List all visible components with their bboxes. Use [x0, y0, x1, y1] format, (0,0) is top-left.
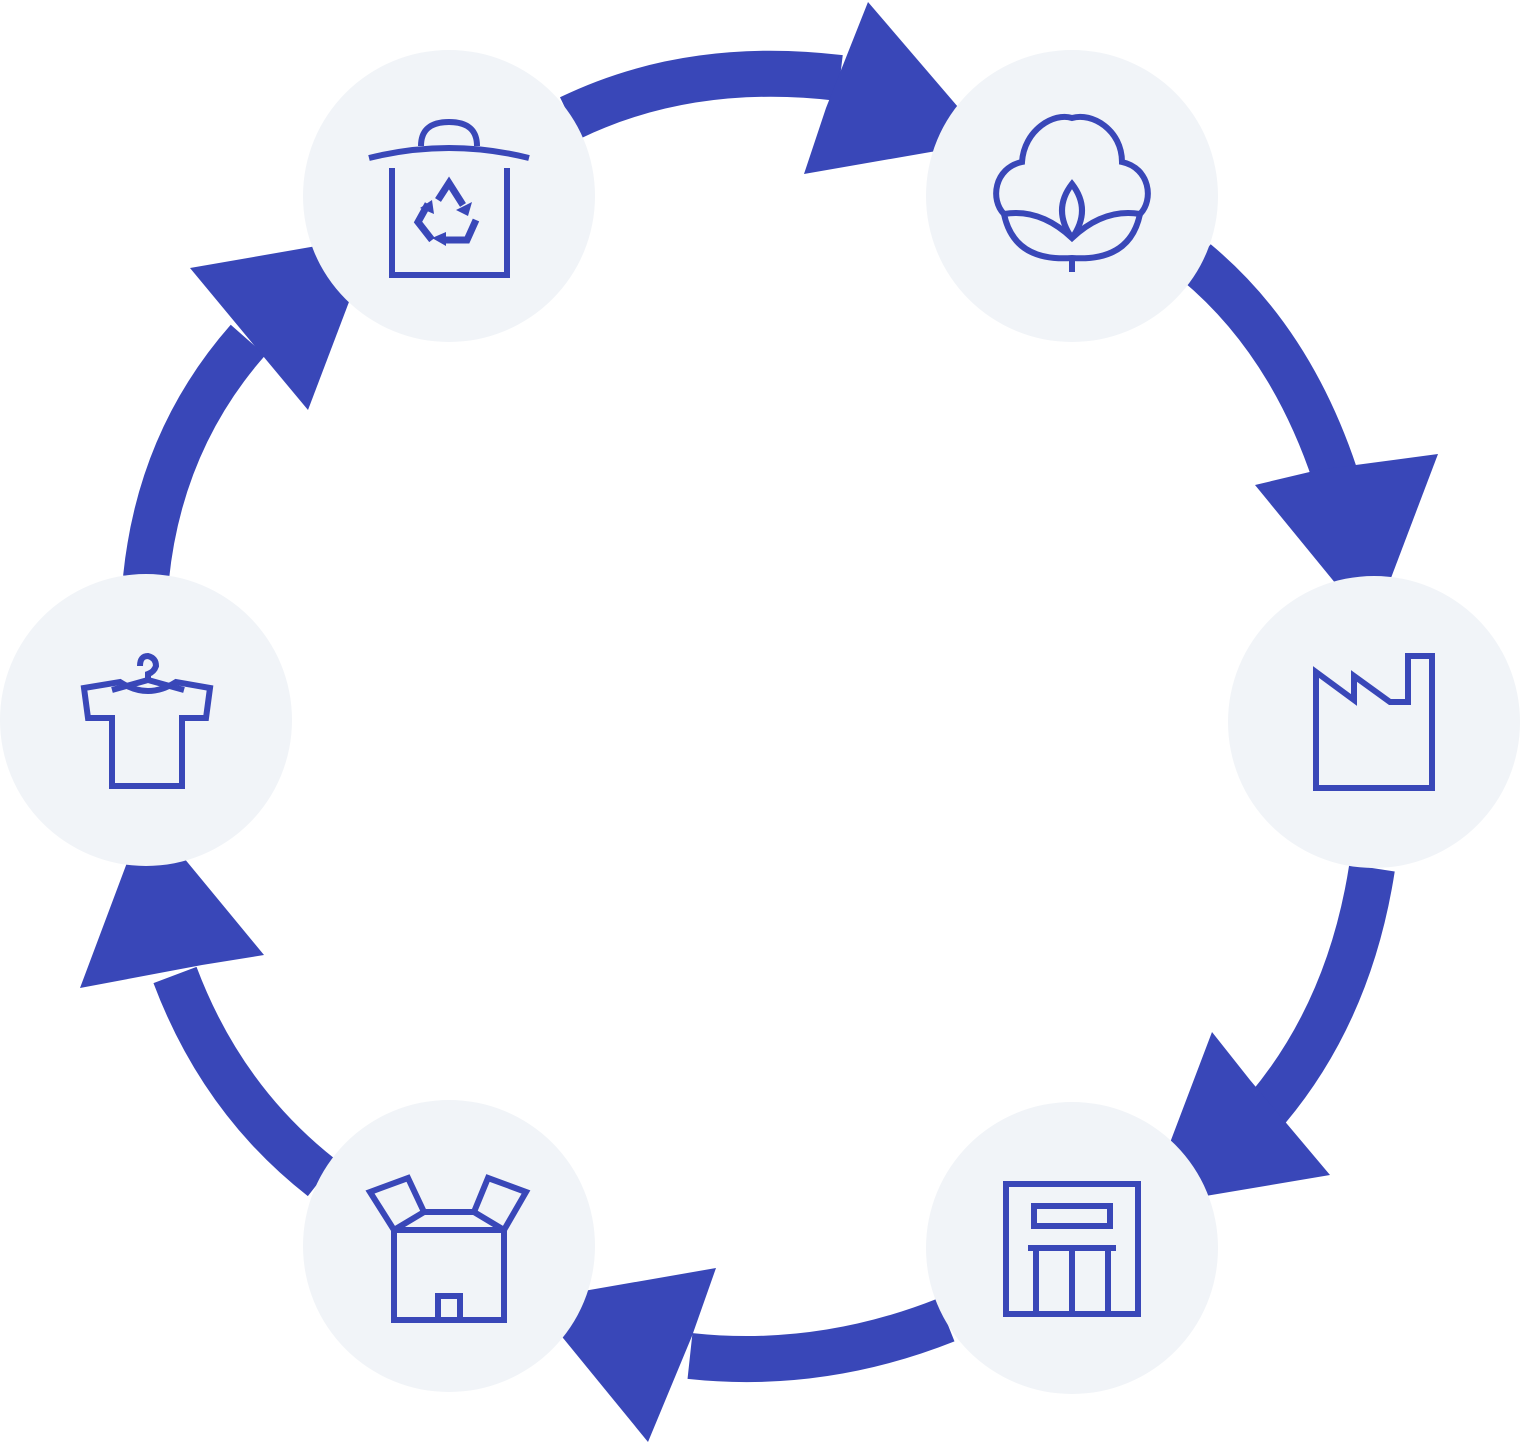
shirt-on-hanger-icon	[80, 652, 214, 789]
cycle-nodes	[0, 50, 1520, 1394]
store-icon	[1003, 1181, 1141, 1317]
node-cotton	[926, 50, 1218, 342]
node-box	[303, 1100, 595, 1392]
cotton-plant-icon	[993, 113, 1151, 272]
cycle-arrows	[80, 2, 1438, 1442]
arrow-arc-box-to-shirt	[153, 966, 337, 1197]
arrow-arc-shirt-to-recycle	[123, 324, 266, 581]
arrowhead-shirt-to-recycle	[190, 236, 374, 410]
arrow-arc-store-to-box	[687, 1298, 955, 1383]
node-factory	[1228, 576, 1520, 868]
arrowhead-cotton-to-factory	[1255, 454, 1438, 628]
recycle-bin-icon	[368, 118, 530, 278]
node-recycle	[303, 50, 595, 342]
arrow-arc-factory-to-store	[1250, 864, 1395, 1123]
node-shirt	[0, 574, 292, 866]
factory-icon	[1313, 653, 1435, 791]
open-box-icon	[365, 1174, 531, 1323]
arrowhead-box-to-shirt	[80, 812, 264, 988]
arrow-arc-recycle-to-cotton	[559, 50, 843, 139]
arrow-arc-cotton-to-factory	[1181, 244, 1357, 483]
arrowhead-factory-to-store	[1146, 1032, 1330, 1206]
